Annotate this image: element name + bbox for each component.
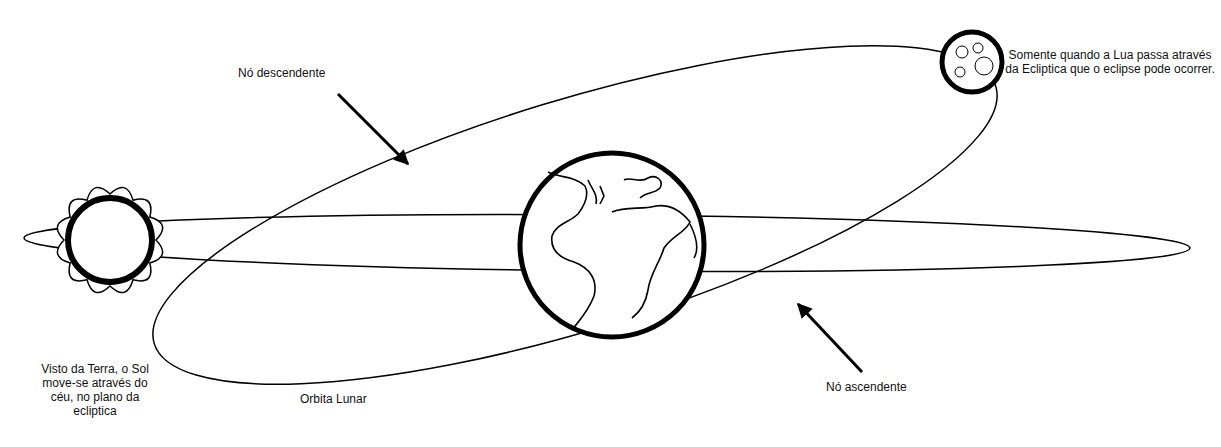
moon-note: Somente quando a Lua passa através da Ec…: [1004, 48, 1216, 76]
sun-symbol: [57, 187, 162, 292]
moon-disc: [942, 32, 1002, 92]
earth-disc: [520, 153, 704, 337]
continent-africa: [612, 177, 690, 318]
node-label: Nó descendente: [238, 66, 388, 80]
sun-disc: [68, 198, 152, 282]
moon-symbol: [942, 32, 1002, 92]
moon-crater: [973, 43, 983, 53]
moon-crater: [955, 67, 965, 77]
sun-rays: [57, 187, 162, 292]
earth-symbol: [520, 153, 704, 337]
leader-arrow: [798, 304, 862, 372]
moon-crater: [956, 46, 968, 58]
leader-arrow: [338, 94, 408, 164]
lunar-orbit: [121, 0, 1030, 447]
continent-americas: [548, 172, 595, 330]
node-label: Nó ascendente: [826, 380, 976, 394]
sun-note: Visto da Terra, o Sol move-se através do…: [36, 362, 154, 418]
orbit-label: Orbita Lunar: [300, 392, 420, 406]
continent-detail: [690, 224, 697, 258]
moon-crater: [975, 57, 993, 75]
continent-detail: [588, 180, 604, 204]
